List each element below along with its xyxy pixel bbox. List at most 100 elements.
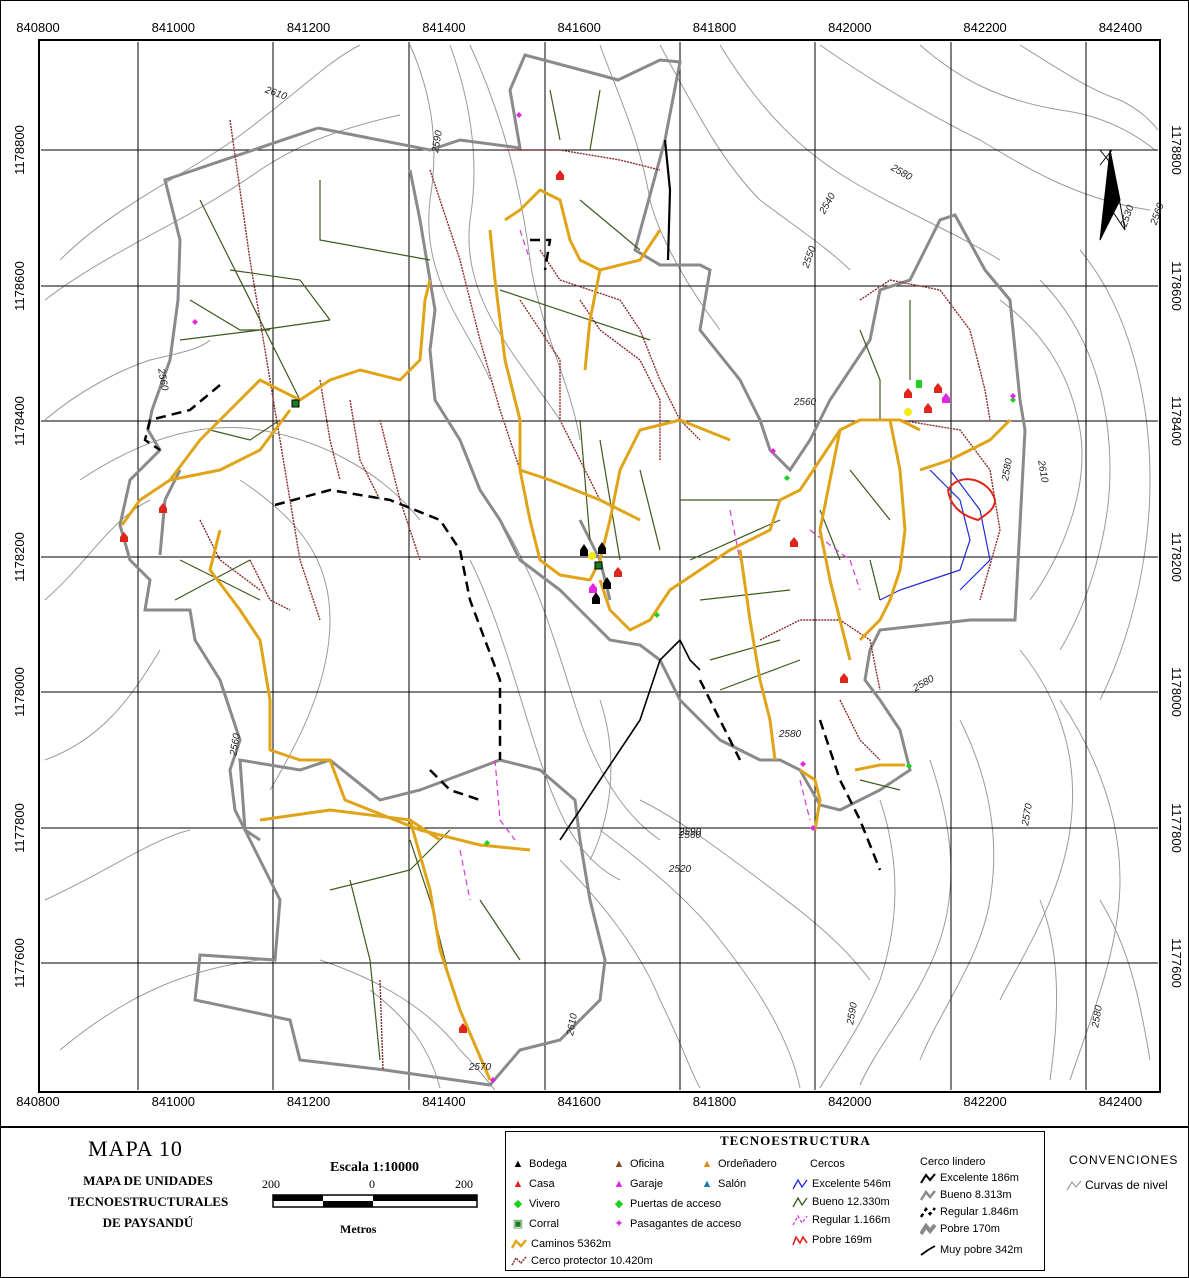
house-icon: ▲ bbox=[701, 1178, 713, 1190]
contour-label: 2580 bbox=[1000, 457, 1015, 482]
x-tick-label: 841600 bbox=[558, 20, 601, 35]
y-tick-label: 1178000 bbox=[1169, 667, 1184, 717]
y-axis-right-labels: 1178800117860011784001178200117800011778… bbox=[1169, 125, 1184, 988]
contour-label: 2560 bbox=[678, 830, 702, 841]
legend-lindero-title: Cerco lindero bbox=[920, 1156, 986, 1168]
contour-label: 2580 bbox=[778, 729, 802, 740]
house-icon: ▲ bbox=[613, 1158, 625, 1170]
contour-label: 2610 bbox=[565, 1012, 580, 1037]
legend-corral: ▣ Corral bbox=[512, 1218, 559, 1230]
diamond-icon: ✦ bbox=[614, 1218, 624, 1230]
x-tick-label: 841200 bbox=[287, 1094, 330, 1109]
legend-lindero-muy-pobre: Muy pobre 342m bbox=[920, 1244, 1023, 1256]
house-icon: ▲ bbox=[512, 1158, 524, 1170]
y-tick-label: 1178000 bbox=[12, 667, 27, 717]
bodega-symbols bbox=[580, 542, 611, 604]
fence-line-icon bbox=[511, 1256, 527, 1266]
y-tick-label: 1178200 bbox=[12, 532, 27, 582]
x-tick-label: 841400 bbox=[422, 1094, 465, 1109]
x-tick-label: 842400 bbox=[1099, 1094, 1142, 1109]
fence-line-icon bbox=[792, 1196, 808, 1208]
vivero-symbols bbox=[484, 380, 1016, 846]
map-subtitle: MAPA DE UNIDADES TECNOESTRUCTURALES DE P… bbox=[67, 1173, 229, 1230]
x-tick-label: 842000 bbox=[828, 1094, 871, 1109]
legend-lindero-pobre: Pobre 170m bbox=[920, 1223, 1000, 1235]
boundary-very-poor bbox=[559, 638, 701, 841]
y-tick-label: 1177600 bbox=[1169, 938, 1184, 988]
y-tick-label: 1177800 bbox=[12, 803, 27, 853]
legend-cerco-bueno: Bueno 12.330m bbox=[792, 1196, 890, 1208]
corral-symbols bbox=[291, 399, 603, 570]
roads bbox=[120, 188, 1012, 1081]
y-tick-label: 1178400 bbox=[12, 396, 27, 446]
legend-oficina: ▲ Oficina bbox=[613, 1158, 665, 1170]
y-tick-label: 1177800 bbox=[1169, 803, 1184, 853]
x-tick-label: 842200 bbox=[963, 1094, 1006, 1109]
contour-label: 2570 bbox=[1020, 802, 1035, 827]
boundary-line-icon bbox=[920, 1206, 936, 1218]
north-arrow-icon bbox=[1099, 149, 1126, 241]
legend-bodega: ▲ Bodega bbox=[512, 1158, 567, 1170]
scale-tick-left: 200 bbox=[262, 1177, 280, 1191]
excellent-fences bbox=[879, 469, 991, 601]
house-icon: ▲ bbox=[613, 1178, 625, 1190]
contour-line-icon bbox=[1066, 1180, 1082, 1191]
x-tick-label: 841600 bbox=[558, 1094, 601, 1109]
boundary-line-icon bbox=[920, 1173, 936, 1184]
legend-title: TECNOESTRUCTURA bbox=[720, 1133, 871, 1148]
garaje-symbols bbox=[589, 393, 950, 593]
poor-fence bbox=[946, 478, 997, 522]
legend-lindero-excelente: Excelente 186m bbox=[920, 1172, 1019, 1184]
y-tick-label: 1178600 bbox=[12, 261, 27, 311]
diamond-icon: ◆ bbox=[614, 1198, 624, 1210]
contour-label: 2590 bbox=[678, 827, 702, 838]
legend-cerco-pobre: Pobre 169m bbox=[792, 1234, 872, 1246]
road-line-icon bbox=[511, 1238, 527, 1249]
legend-caminos: Caminos 5362m bbox=[511, 1238, 611, 1250]
house-icon: ▲ bbox=[512, 1178, 524, 1190]
y-tick-label: 1177600 bbox=[12, 938, 27, 988]
legend-puertas: ◆ Puertas de acceso bbox=[612, 1198, 721, 1210]
x-tick-label: 842000 bbox=[828, 20, 871, 35]
contour-label: 2590 bbox=[430, 129, 445, 154]
y-tick-label: 1178800 bbox=[12, 125, 27, 175]
contour-label: 2560 bbox=[155, 367, 170, 392]
conventions-title: CONVENCIONES bbox=[1069, 1153, 1179, 1167]
legend-casa: ▲ Casa bbox=[512, 1178, 555, 1190]
x-tick-label: 840800 bbox=[16, 1094, 59, 1109]
house-icon: ▲ bbox=[701, 1158, 713, 1170]
legend-cercos-title: Cercos bbox=[810, 1158, 845, 1170]
scale-units: Metros bbox=[340, 1222, 377, 1236]
contour-lines bbox=[44, 44, 1159, 1091]
y-tick-label: 1178400 bbox=[1169, 396, 1184, 446]
contour-label: 2580 bbox=[1090, 1004, 1105, 1029]
x-tick-label: 841000 bbox=[152, 20, 195, 35]
fence-line-icon bbox=[792, 1214, 808, 1226]
pasagante-symbols bbox=[192, 112, 1016, 1083]
legend-pasagantes: ✦ Pasagantes de acceso bbox=[612, 1218, 741, 1230]
regular-fences bbox=[459, 229, 861, 901]
map-canvas: 2610259025802550254025302560256026102580… bbox=[0, 0, 1189, 1127]
map-title: MAPA 10 bbox=[88, 1136, 183, 1161]
legend-ordenadero: ▲ Ordeñadero bbox=[701, 1158, 777, 1170]
legend-vivero: ◆ Vivero bbox=[511, 1198, 560, 1210]
fence-line-icon bbox=[792, 1178, 808, 1190]
legend-contour: Curvas de nivel bbox=[1066, 1178, 1168, 1192]
scale-bar bbox=[272, 1194, 478, 1208]
legend-lindero-regular: Regular 1.846m bbox=[920, 1206, 1018, 1218]
contour-label: 2590 bbox=[845, 1001, 860, 1026]
fence-line-icon bbox=[792, 1235, 808, 1246]
boundary-line-icon bbox=[920, 1189, 936, 1201]
x-tick-label: 842200 bbox=[963, 20, 1006, 35]
legend-salon: ▲ Salón bbox=[701, 1178, 747, 1190]
y-tick-label: 1178200 bbox=[1169, 532, 1184, 582]
point-features bbox=[120, 112, 1126, 1083]
contour-label: 2560 bbox=[793, 397, 817, 408]
square-icon: ▣ bbox=[512, 1218, 524, 1230]
diamond-icon: ◆ bbox=[513, 1198, 523, 1210]
boundary-line-icon bbox=[920, 1223, 936, 1235]
contour-label: 2610 bbox=[1035, 459, 1050, 484]
scale-title: Escala 1:10000 bbox=[330, 1160, 420, 1175]
